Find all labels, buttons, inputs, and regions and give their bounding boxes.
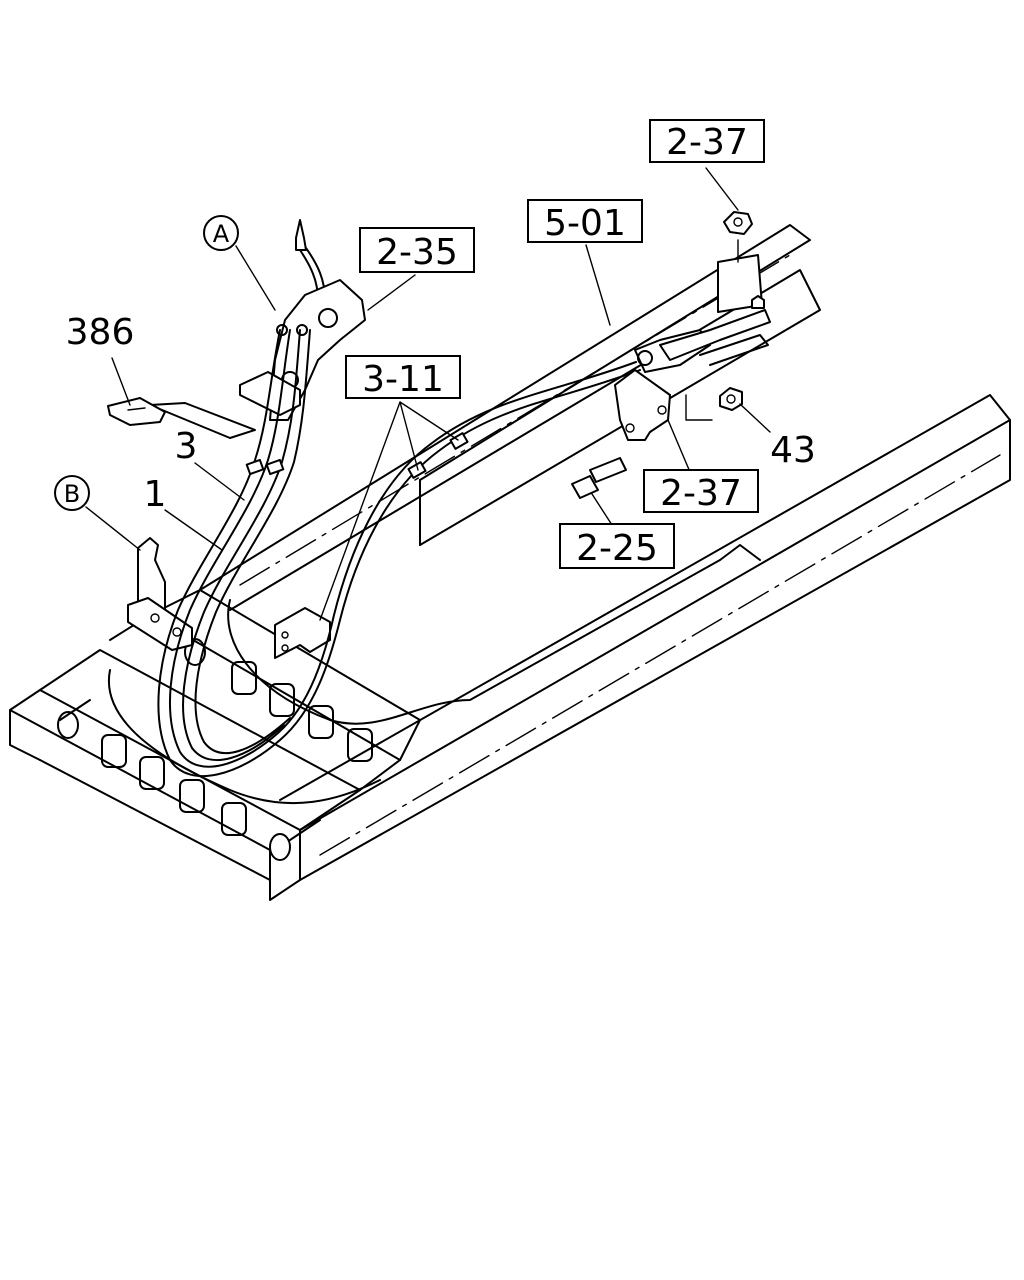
callout-2-37-mid[interactable]: 2-37 — [643, 469, 759, 514]
svg-text:2-37: 2-37 — [666, 122, 748, 163]
svg-text:2-25: 2-25 — [576, 528, 658, 569]
svg-text:B: B — [64, 480, 80, 508]
callout-1[interactable]: 1 — [144, 474, 167, 515]
clip-part-386 — [107, 397, 166, 426]
callout-2-37-top[interactable]: 2-37 — [649, 119, 765, 163]
nut-2-37-top — [723, 211, 753, 235]
lever-assembly — [149, 219, 366, 439]
reference-marker-b[interactable]: B — [54, 475, 90, 511]
bracket-b — [127, 537, 193, 651]
equalizer-assembly — [614, 254, 771, 441]
callout-43[interactable]: 43 — [770, 430, 816, 471]
nut-43 — [719, 387, 743, 411]
brake-cables — [157, 329, 641, 777]
callout-3[interactable]: 3 — [175, 426, 198, 467]
chassis-frame — [9, 224, 1011, 901]
frame-holes — [57, 638, 373, 861]
callout-2-35[interactable]: 2-35 — [359, 227, 475, 273]
callout-2-25[interactable]: 2-25 — [559, 523, 675, 569]
callout-5-01[interactable]: 5-01 — [527, 199, 643, 244]
callout-3-11[interactable]: 3-11 — [345, 355, 461, 400]
svg-text:2-35: 2-35 — [376, 232, 458, 273]
svg-text:2-37: 2-37 — [660, 473, 742, 514]
svg-text:3-11: 3-11 — [362, 359, 444, 400]
svg-text:A: A — [213, 220, 230, 248]
callout-386[interactable]: 386 — [66, 312, 135, 353]
bolt-2-25 — [571, 457, 627, 499]
lower-bracket — [274, 607, 331, 659]
leader-lines — [85, 167, 771, 621]
reference-marker-a[interactable]: A — [203, 215, 239, 251]
svg-text:5-01: 5-01 — [544, 203, 626, 244]
